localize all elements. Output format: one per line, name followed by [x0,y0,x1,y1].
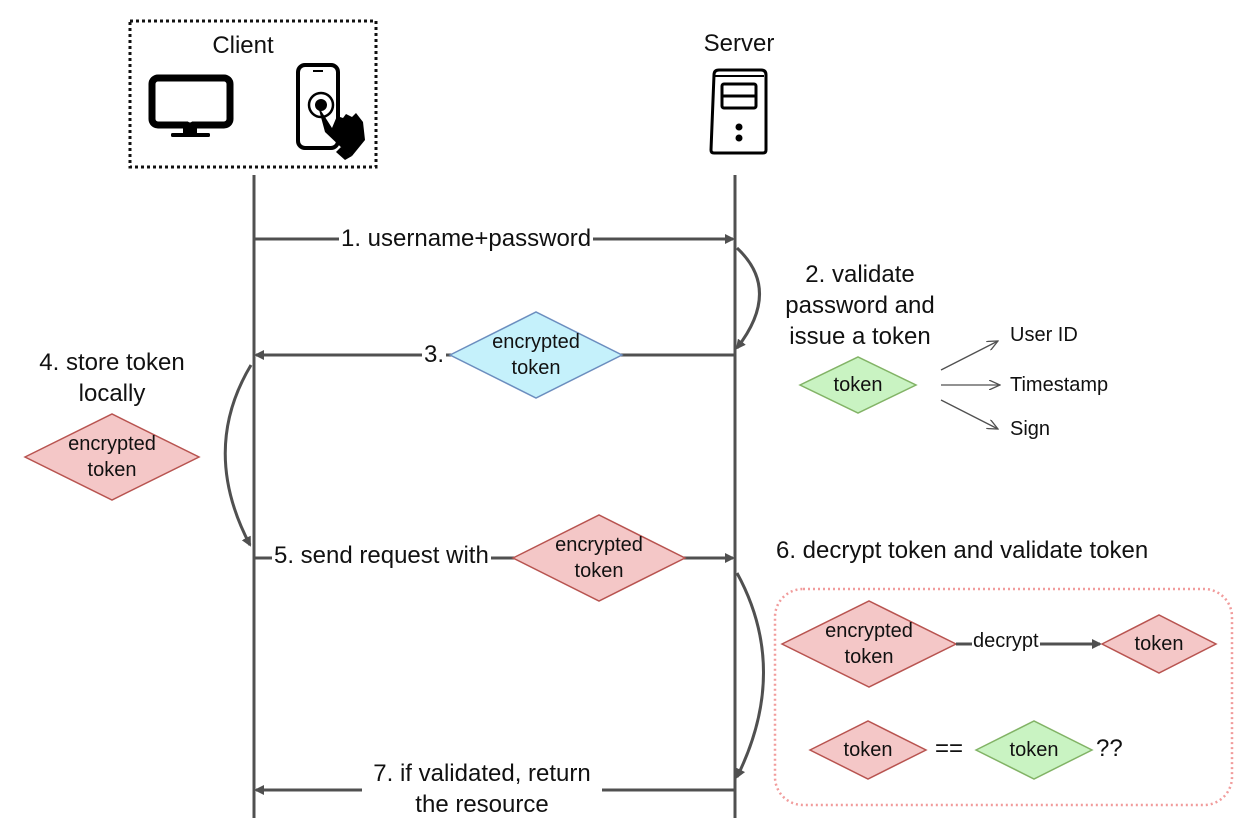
step2-line-1: 2. validate [805,261,915,288]
step3-payload: encrypted token [476,329,596,381]
issued-token-label: token [833,374,883,396]
step2-label: 2. validate password and issue a token [770,259,950,352]
step6-self-arrow [735,572,765,779]
issued-token-diamond [798,356,918,414]
token-field-user-id: User ID [1010,324,1078,346]
compare-suffix: ?? [1096,735,1123,762]
step2-self-arrow [735,246,761,350]
step4-payload: encrypted token [52,431,172,483]
step3-encrypted-token-diamond [448,311,624,399]
step5-payload-line-1: encrypted [555,534,643,556]
decrypted-token-diamond [1100,614,1218,674]
server-tower-icon [709,68,768,155]
step7-line-2: the resource [415,791,549,818]
server-label: Server [703,30,775,57]
step5-label: 5. send request with [272,542,491,570]
step3-payload-line-2: token [511,357,561,379]
step4-line-2: locally [78,380,146,407]
decrypt-label: decrypt [972,628,1040,654]
client-label: Client [212,32,274,59]
step4-self-arrow [223,364,253,547]
decrypted-token-label: token [1134,633,1184,655]
step7-line-1: 7. if validated, return [373,760,591,787]
compare-right-token-label: token [1009,739,1059,761]
token-field-arrow-sign [940,399,998,429]
step4-line-1: 4. store token [39,349,185,376]
step6-label: 6. decrypt token and validate token [776,537,1149,564]
step1-label: 1. username+password [339,225,594,253]
step2-line-2: password and [785,292,935,319]
validation-encrypted-line-1: encrypted [825,620,913,642]
step3-label: 3. [422,341,447,369]
validation-box [773,587,1234,807]
token-field-sign: Sign [1010,418,1051,440]
step4-payload-line-1: encrypted [68,433,156,455]
step2-line-3: issue a token [789,323,931,350]
desktop-monitor-icon [148,74,234,137]
compare-operator: == [935,735,964,762]
step5-payload: encrypted token [539,532,659,584]
compare-left-token-diamond [808,720,928,780]
step4-encrypted-token-diamond [23,413,201,501]
compare-left-token-label: token [843,739,893,761]
step7-label: 7. if validated, return the resource [362,758,602,820]
step5-payload-line-2: token [574,560,624,582]
token-field-timestamp: Timestamp [1010,374,1109,396]
smartphone-touch-icon [296,63,365,160]
step5-encrypted-token-diamond [511,514,687,602]
token-field-arrow-user-id [940,341,998,371]
step3-payload-line-1: encrypted [492,331,580,353]
compare-right-token-diamond [974,720,1094,780]
step4-payload-line-2: token [87,459,137,481]
validation-encrypted-line-2: token [844,646,894,668]
step4-label: 4. store token locally [22,347,202,409]
client-group-box [128,19,378,169]
validation-encrypted-token-label: encrypted token [809,618,929,670]
